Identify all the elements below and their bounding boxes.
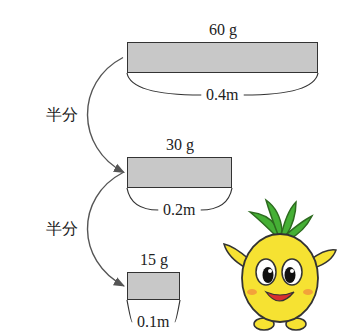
weight-label: 30 g [166,136,194,154]
edge-label: 半分 [46,220,78,238]
halving-arrow [87,173,124,287]
mascot-eyes [256,259,302,285]
length-label: 0.1m [137,313,169,331]
dimension-bracket [127,300,132,322]
halving-arrow [87,58,124,173]
weight-bar [127,42,318,73]
mascot-body [242,234,318,322]
mascot-mouth [266,292,294,301]
dimension-bracket [127,188,158,210]
dimension-bracket [244,73,318,95]
weight-label: 60 g [209,21,237,39]
dimension-bracket [175,300,180,322]
edge-label: 半分 [46,106,78,124]
weight-label: 15 g [140,251,168,269]
weight-bar [127,272,180,300]
length-label: 0.4m [206,86,238,104]
dimension-bracket [201,188,232,210]
weight-bar [127,157,232,188]
dimension-bracket [127,73,201,95]
length-label: 0.2m [163,201,195,219]
mascot-cheek [247,289,257,295]
mascot-cheek [303,289,313,295]
